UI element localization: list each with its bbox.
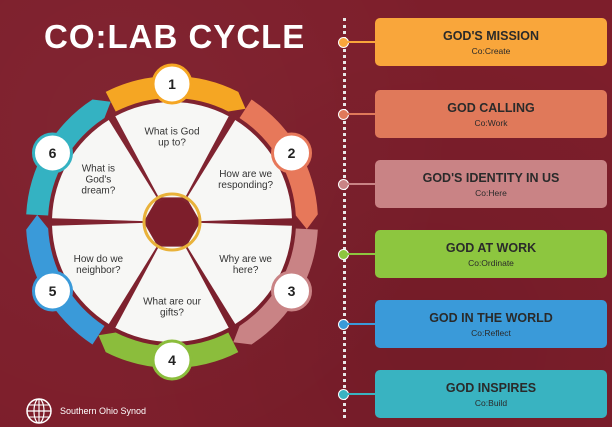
cycle-wedge-5 [52,222,158,324]
card-title: GOD CALLING [447,100,535,115]
cycle-wedge-3 [186,222,292,324]
timeline-connector [347,113,375,115]
card-subtitle: Co:Ordinate [468,257,514,268]
page-title: CO:LAB CYCLE [44,18,306,55]
card-1: GOD'S MISSION Co:Create [375,18,607,66]
svg-text:4: 4 [168,352,176,368]
svg-text:5: 5 [49,283,57,299]
card-title: GOD INSPIRES [445,380,537,395]
cycle-arc-5 [26,214,105,345]
svg-text:6: 6 [49,145,57,161]
footer-org-name: Southern Ohio Synod [60,406,147,416]
svg-text:3: 3 [288,283,296,299]
cycle-arc-6 [26,99,111,216]
card-subtitle: Co:Create [471,45,511,56]
card-title: GOD'S MISSION [442,28,540,43]
step-badge-1: 1 [151,63,193,105]
footer: Southern Ohio Synod [24,396,146,426]
svg-text:1: 1 [168,76,176,92]
card-title: GOD'S IDENTITY IN US [422,170,560,185]
card-4: GOD AT WORK Co:Ordinate [375,230,607,278]
timeline-connector [347,323,375,325]
step-badge-6: 6 [31,132,73,174]
cycle-wedge-1 [115,102,229,198]
cycle-wedge-6 [52,120,158,222]
dotted-timeline [343,18,346,418]
card-subtitle: Co:Build [474,397,508,408]
cycle-arc-3 [233,228,318,345]
card-3: GOD'S IDENTITY IN US Co:Here [375,160,607,208]
step-badge-3: 3 [271,270,313,312]
svg-text:2: 2 [288,145,296,161]
timeline-connector [347,183,375,185]
step-badge-2: 2 [271,132,313,174]
card-title: GOD IN THE WORLD [429,310,553,325]
cycle-hub [148,198,196,246]
cycle-hub-ring [142,192,202,252]
cycle-wedge-2 [186,120,292,222]
card-subtitle: Co:Work [474,117,508,128]
step-badge-4: 4 [151,339,193,381]
card-6: GOD INSPIRES Co:Build [375,370,607,418]
timeline-connector [347,41,375,43]
cycle-arc-2 [239,99,318,230]
timeline-connector [347,393,375,395]
card-5: GOD IN THE WORLD Co:Reflect [375,300,607,348]
card-title: GOD AT WORK [445,240,537,255]
cycle-wedge-4 [115,246,229,342]
card-2: GOD CALLING Co:Work [375,90,607,138]
cross-globe-icon [26,398,52,424]
card-subtitle: Co:Reflect [471,327,511,338]
timeline-connector [347,253,375,255]
step-badge-5: 5 [31,270,73,312]
card-subtitle: Co:Here [475,187,507,198]
